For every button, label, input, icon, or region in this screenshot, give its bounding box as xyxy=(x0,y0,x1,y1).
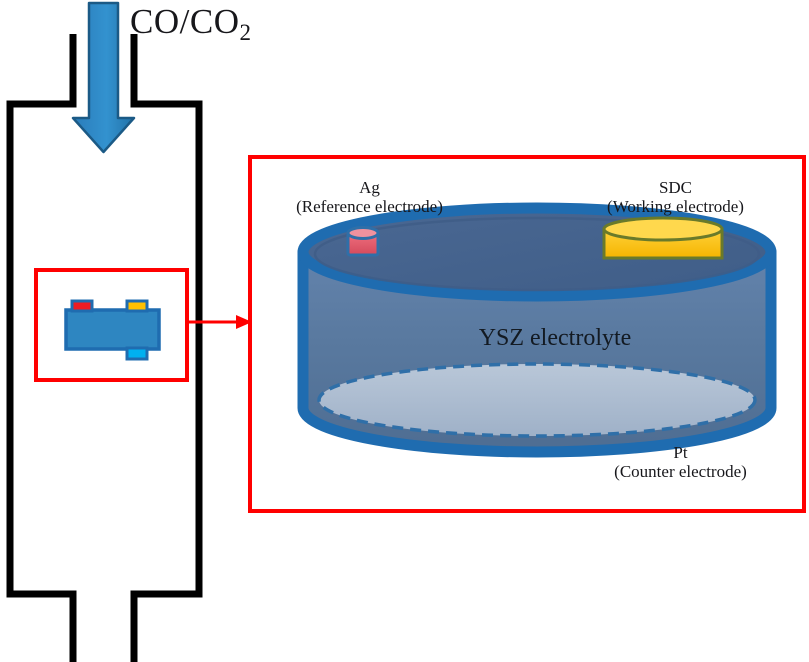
ysz-cylinder-outline xyxy=(297,246,777,458)
label-working-symbol: SDC xyxy=(658,178,693,197)
inset-to-detail-arrow xyxy=(187,315,252,329)
gas-inlet-title-text: CO/CO xyxy=(130,2,240,41)
electrochemical-cell xyxy=(297,202,777,458)
label-reference-symbol: Ag xyxy=(359,178,380,197)
ag-reference-electrode xyxy=(346,226,380,257)
inset-counter-tab xyxy=(125,346,149,361)
ysz-rim-inner xyxy=(313,216,761,292)
reactor-tube xyxy=(6,34,203,662)
label-reference-role: (Reference electrode) xyxy=(296,197,443,217)
label-reference-electrode: Ag (Reference electrode) xyxy=(282,178,457,216)
sdc-working-electrode xyxy=(602,216,724,260)
label-working-role: (Working electrode) xyxy=(607,197,744,217)
inset-sample-body xyxy=(64,308,161,351)
gas-inlet-title: CO/CO2 xyxy=(130,2,251,45)
inset-region xyxy=(34,268,189,382)
label-counter-electrode: Pt (Counter electrode) xyxy=(578,443,783,481)
gas-inlet-title-subscript: 2 xyxy=(239,20,252,45)
label-working-electrode: SDC (Working electrode) xyxy=(583,178,768,216)
gas-flow-arrow xyxy=(71,1,136,154)
label-counter-role: (Counter electrode) xyxy=(614,462,747,482)
pt-counter-electrode-disc xyxy=(317,362,757,438)
inset-working-tab xyxy=(125,299,149,313)
label-counter-symbol: Pt xyxy=(673,443,688,462)
label-ysz-electrolyte: YSZ electrolyte xyxy=(478,325,632,351)
inset-reference-tab xyxy=(70,299,94,313)
